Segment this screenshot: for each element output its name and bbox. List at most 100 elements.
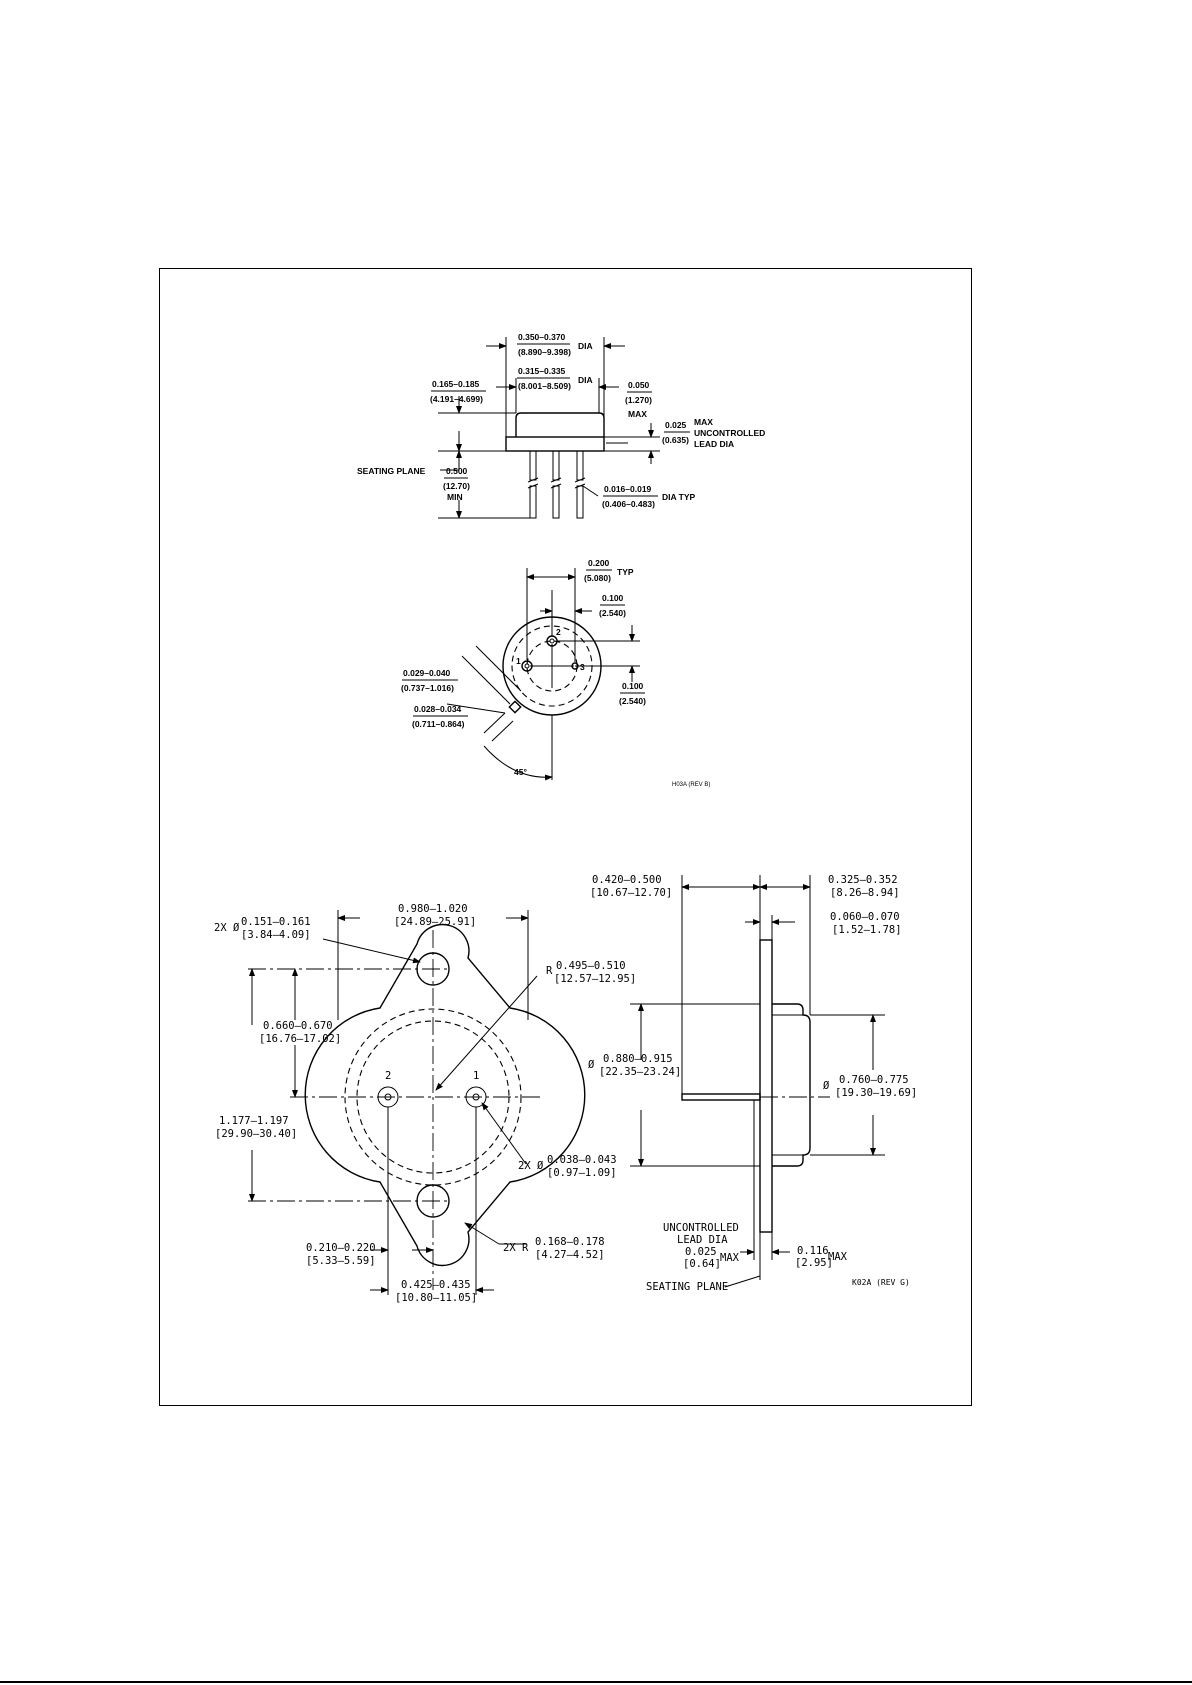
dim-radius: 0.495–0.510 [556, 960, 626, 972]
dim-tab-length-mm: (0.711–0.864) [412, 719, 465, 729]
dim-pitch-suffix: TYP [617, 567, 634, 577]
dim-half-pitch-mm: (2.540) [599, 608, 626, 618]
dim-lead-dia-mm: (0.406–0.483) [602, 499, 655, 509]
pin-2-label: 2 [556, 627, 561, 637]
dim-half-pitch: 0.100 [602, 593, 624, 603]
dim-cap-prefix: Ø [588, 1059, 595, 1071]
dim-lead-unc-mm: (0.635) [662, 435, 689, 445]
dim-pitch: 0.200 [588, 558, 610, 568]
dim-unc-mm: [0.64] [683, 1258, 721, 1270]
dim-width-mm: [24.89–25.91] [394, 916, 476, 928]
dim-half-pitch-2: 0.100 [622, 681, 644, 691]
dim-rad-suffix: MAX [828, 1251, 848, 1263]
can-flange [505, 436, 605, 452]
dim-lead-len: 0.500 [446, 466, 468, 476]
to3-can [772, 1003, 811, 1167]
dim-angle: 45° [514, 767, 527, 777]
dim-pin-mm: [0.97–1.09] [547, 1167, 617, 1179]
dim-tab-length: 0.028–0.034 [414, 704, 462, 714]
drawing-frame [159, 268, 972, 1406]
dim-dia-inner-suffix: DIA [578, 375, 593, 385]
to3-flange-outline [304, 923, 586, 1267]
dim-hole-mm: [3.84–4.09] [241, 929, 311, 941]
dim-pin: 0.038–0.043 [547, 1154, 617, 1166]
dim-tab-width: 0.029–0.040 [403, 668, 451, 678]
dim-length-mm: [29.90–30.40] [215, 1128, 297, 1140]
dim-dia-inner: 0.315–0.335 [518, 366, 566, 376]
dim-pin-spacing-mm: [10.80–11.05] [395, 1292, 477, 1304]
to3-flange [759, 939, 773, 1233]
dim-hole-prefix: 2X Ø [214, 922, 240, 934]
dim-height-mm: (4.191–4.699) [430, 394, 483, 404]
dim-radius-mm: [12.57–12.95] [554, 973, 636, 985]
dim-cap-mm: [22.35–23.24] [599, 1066, 681, 1078]
k02a-ref: K02A (REV G) [852, 1278, 910, 1287]
to-side-view: 0.350–0.370 (8.890–9.398) DIA 0.315–0.33… [357, 332, 765, 519]
h03a-ref: H03A (REV B) [672, 782, 710, 788]
dim-body-mm: [19.30–19.69] [835, 1087, 917, 1099]
to3-lead [681, 1093, 761, 1101]
dim-to3-lead-len-mm: [10.67–12.70] [590, 887, 672, 899]
dim-dia-outer-suffix: DIA [578, 341, 593, 351]
can-cap [515, 412, 605, 437]
dim-lead-len-suffix: MIN [447, 492, 463, 502]
dim-half-pitch-2-mm: (2.540) [619, 696, 646, 706]
dim-body-prefix: Ø [823, 1080, 830, 1092]
dim-flange-mm: (1.270) [625, 395, 652, 405]
dim-hole-spacing-mm: [16.76–17.02] [259, 1033, 341, 1045]
dim-end-radius-mm: [4.27–4.52] [535, 1249, 605, 1261]
to3-top-view: 2 1 2X Ø 0.151–0.161 [3.84–4.09] 0.980–1… [214, 903, 636, 1304]
to-bottom-view: 1 2 3 0.200 (5.080) TYP 0.100 (2.540) 0.… [401, 558, 710, 788]
unc-lead-l1: UNCONTROLLED [663, 1222, 739, 1234]
dim-cap: 0.880–0.915 [603, 1053, 673, 1065]
dim-body: 0.760–0.775 [839, 1074, 909, 1086]
dim-body-height: 0.325–0.352 [828, 874, 898, 886]
pin-3-label: 3 [580, 662, 585, 672]
dim-radius-prefix: R [546, 965, 553, 977]
dim-dia-outer: 0.350–0.370 [518, 332, 566, 342]
dim-to3-flange-mm: [1.52–1.78] [832, 924, 902, 936]
dim-rad-mm: [2.95] [795, 1257, 833, 1269]
dim-unc-suffix: MAX [720, 1252, 740, 1264]
pin-1 [521, 660, 533, 672]
dim-hole: 0.151–0.161 [241, 916, 311, 928]
dim-flange: 0.050 [628, 380, 650, 390]
dim-pin-spacing: 0.425–0.435 [401, 1279, 471, 1291]
to3-pin-1-label: 1 [473, 1070, 479, 1082]
dim-pin-prefix: 2X Ø [518, 1160, 544, 1172]
dim-lead-len-mm: (12.70) [443, 481, 470, 491]
dim-end-radius: 0.168–0.178 [535, 1236, 605, 1248]
dim-pin-offset-mm: [5.33–5.59] [306, 1255, 376, 1267]
dim-tab-width-mm: (0.737–1.016) [401, 683, 454, 693]
unc-lead-l2: LEAD DIA [677, 1234, 728, 1246]
can-leads [527, 450, 586, 519]
dim-lead-dia-suffix: DIA TYP [662, 492, 696, 502]
dim-lead-unc-l2: UNCONTROLLED [694, 428, 765, 438]
dim-lead-unc-l1: MAX [694, 417, 713, 427]
dim-width: 0.980–1.020 [398, 903, 468, 915]
dim-lead-unc: 0.025 [665, 420, 687, 430]
dim-lead-dia: 0.016–0.019 [604, 484, 652, 494]
dim-unc: 0.025 [685, 1246, 717, 1258]
dim-to3-flange: 0.060–0.070 [830, 911, 900, 923]
to3-pin-2-label: 2 [385, 1070, 391, 1082]
pin-1-label: 1 [516, 656, 521, 666]
page-bottom-rule [0, 1681, 1192, 1683]
dim-dia-outer-mm: (8.890–9.398) [518, 347, 571, 357]
dim-rad: 0.116 [797, 1245, 829, 1257]
seating-plane-label: SEATING PLANE [357, 466, 426, 476]
to3-seating-plane-label: SEATING PLANE [646, 1281, 728, 1293]
dim-height: 0.165–0.185 [432, 379, 480, 389]
dim-length: 1.177–1.197 [219, 1115, 289, 1127]
dim-pin-offset: 0.210–0.220 [306, 1242, 376, 1254]
can-tab [508, 700, 522, 714]
dim-dia-inner-mm: (8.001–8.509) [518, 381, 571, 391]
dim-hole-spacing: 0.660–0.670 [263, 1020, 333, 1032]
dim-flange-suffix: MAX [628, 409, 647, 419]
dim-end-radius-prefix: 2X R [503, 1242, 529, 1254]
dim-lead-unc-l3: LEAD DIA [694, 439, 734, 449]
to3-side-view: 0.420–0.500 [10.67–12.70] 0.325–0.352 [8… [588, 874, 917, 1293]
dim-to3-lead-len: 0.420–0.500 [592, 874, 662, 886]
dim-body-height-mm: [8.26–8.94] [830, 887, 900, 899]
